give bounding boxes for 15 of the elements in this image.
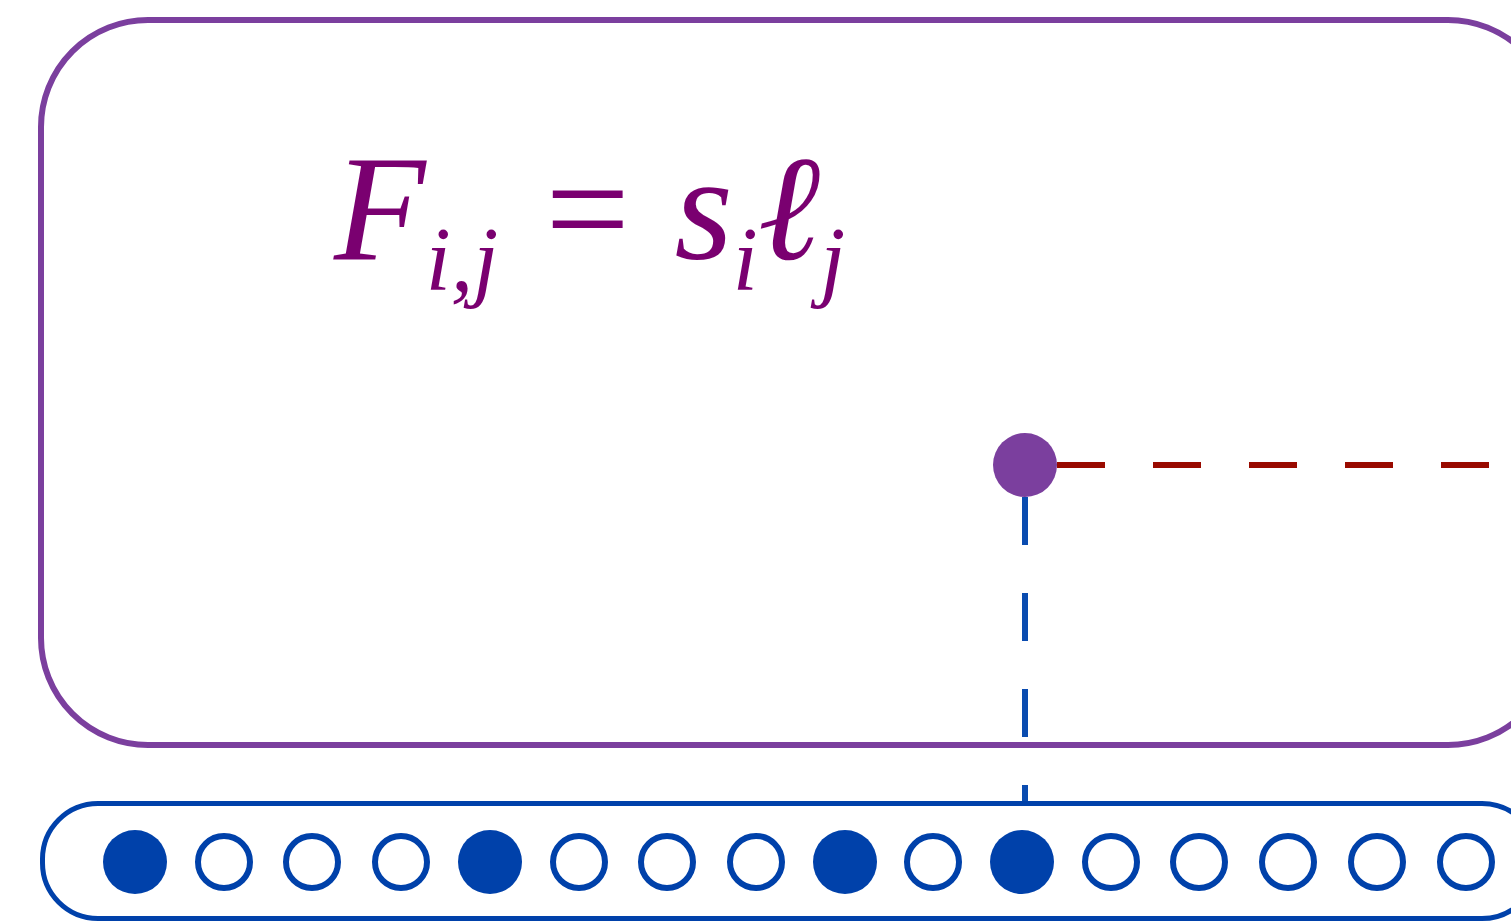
empty-circle [726,833,785,891]
vector-bar [40,801,1511,921]
empty-circle [904,833,963,891]
rounded-panel [38,17,1511,748]
empty-circle [194,833,253,891]
empty-circle [1347,833,1406,891]
dashed-line [1022,497,1028,801]
empty-circle [638,833,697,891]
empty-circle [1170,833,1229,891]
empty-circle [372,833,431,891]
empty-circle [1081,833,1140,891]
empty-circle [549,833,608,891]
empty-circle [1436,833,1495,891]
empty-circle [283,833,342,891]
empty-circle [1259,833,1318,891]
